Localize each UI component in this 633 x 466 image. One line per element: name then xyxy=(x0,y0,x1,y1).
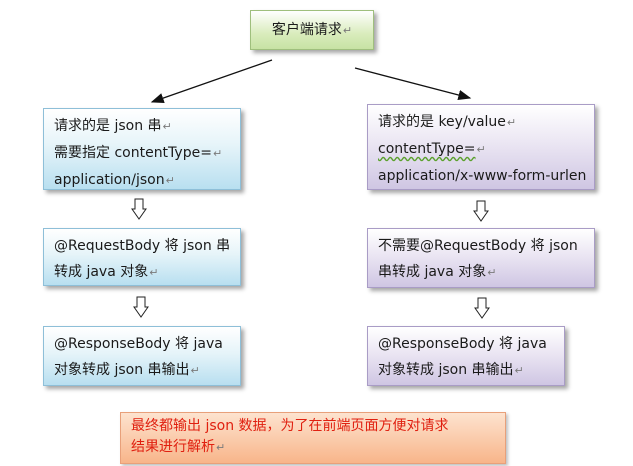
left-step1-line1: 请求的是 json 串↵ xyxy=(54,118,172,134)
left-step3-line1: @ResponseBody 将 java xyxy=(54,336,223,352)
right-down-arrow-2 xyxy=(474,297,490,319)
summary-line1: 最终都输出 json 数据，为了在前端页面方便对请求 xyxy=(131,418,449,434)
right-step1-line1: 请求的是 key/value↵ xyxy=(378,114,517,130)
left-step3-line2: 对象转成 json 串输出↵ xyxy=(54,362,200,378)
left-step2-line1: @RequestBody 将 json 串 xyxy=(54,238,231,254)
right-step2-node: 不需要@RequestBody 将 json 串转成 java 对象↵ xyxy=(367,228,595,288)
right-step2-line2: 串转成 java 对象↵ xyxy=(378,264,497,280)
summary-note: 最终都输出 json 数据，为了在前端页面方便对请求 结果进行解析↵ xyxy=(120,412,506,464)
left-down-arrow-2 xyxy=(133,296,149,318)
right-step1-line2: contentType=↵ xyxy=(378,141,486,157)
right-step3-node: @ResponseBody 将 java 对象转成 json 串输出↵ xyxy=(367,326,565,386)
left-step1-node: 请求的是 json 串↵ 需要指定 contentType=↵ applicat… xyxy=(43,108,241,190)
right-step1-line3: application/x-www-form-urlen xyxy=(378,168,587,184)
summary-line2: 结果进行解析↵ xyxy=(131,439,226,455)
left-step3-node: @ResponseBody 将 java 对象转成 json 串输出↵ xyxy=(43,326,241,386)
arrow-to-right-branch xyxy=(354,67,472,101)
left-step1-line3: application/json↵ xyxy=(54,172,175,188)
right-down-arrow-1 xyxy=(473,200,489,222)
left-step1-line2: 需要指定 contentType=↵ xyxy=(54,145,223,161)
arrow-to-left-branch xyxy=(150,59,273,104)
right-step2-line1: 不需要@RequestBody 将 json xyxy=(378,238,578,254)
right-step1-node: 请求的是 key/value↵ contentType=↵ applicatio… xyxy=(367,104,595,190)
client-request-label: 客户端请求 xyxy=(271,22,342,38)
right-step3-line1: @ResponseBody 将 java xyxy=(378,336,547,352)
client-request-node: 客户端请求↵ xyxy=(250,10,374,50)
left-down-arrow-1 xyxy=(131,198,147,220)
right-step3-line2: 对象转成 json 串输出↵ xyxy=(378,362,524,378)
left-step2-node: @RequestBody 将 json 串 转成 java 对象↵ xyxy=(43,228,241,286)
left-step2-line2: 转成 java 对象↵ xyxy=(54,264,159,280)
